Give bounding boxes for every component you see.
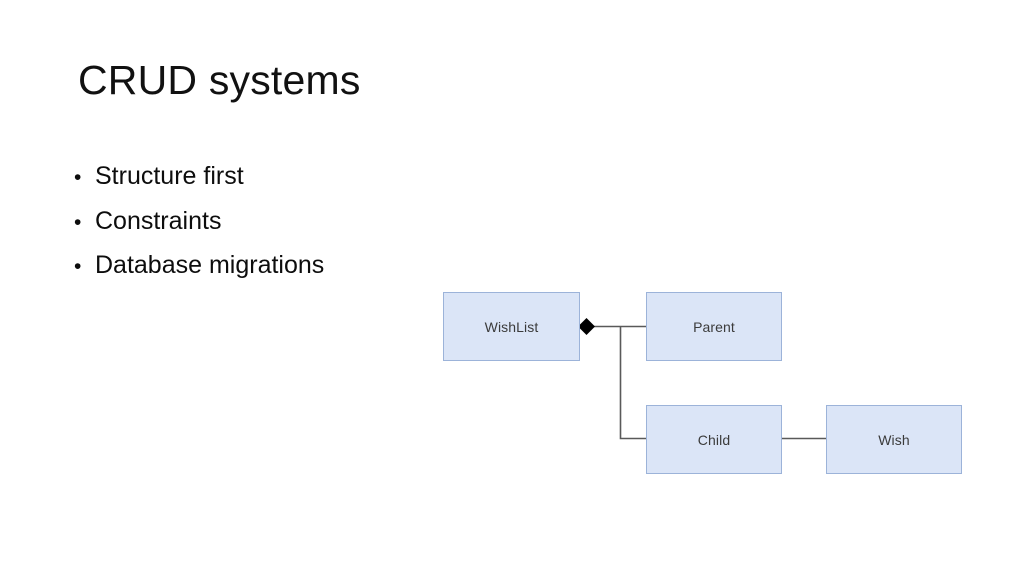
- filled-diamond-icon: [578, 318, 595, 335]
- bullet-icon: •: [74, 166, 82, 189]
- diagram-node-parent[interactable]: Parent: [646, 292, 782, 361]
- bullet-icon: •: [74, 210, 82, 234]
- bullet-label: Constraints: [95, 206, 222, 235]
- diagram-node-child[interactable]: Child: [646, 405, 782, 474]
- bullet-label: Structure first: [95, 162, 244, 190]
- bullet-label: Database migrations: [95, 251, 325, 279]
- diagram-node-label: Wish: [878, 431, 910, 448]
- diagram-node-label: Child: [697, 431, 731, 448]
- diagram-node-wishlist[interactable]: WishList: [443, 292, 580, 361]
- list-item: • Constraints: [74, 200, 504, 245]
- bullet-icon: •: [74, 255, 82, 278]
- bullet-list: • Structure first • Constraints • Databa…: [74, 155, 504, 289]
- list-item: • Structure first: [74, 155, 504, 200]
- list-item: • Database migrations: [74, 244, 504, 289]
- diagram-node-wish[interactable]: Wish: [826, 405, 962, 474]
- diagram-node-label: Parent: [693, 318, 735, 335]
- page-title: CRUD systems: [78, 57, 361, 103]
- connector-wishlist-child: [619, 326, 646, 440]
- diagram-node-label: WishList: [484, 318, 539, 335]
